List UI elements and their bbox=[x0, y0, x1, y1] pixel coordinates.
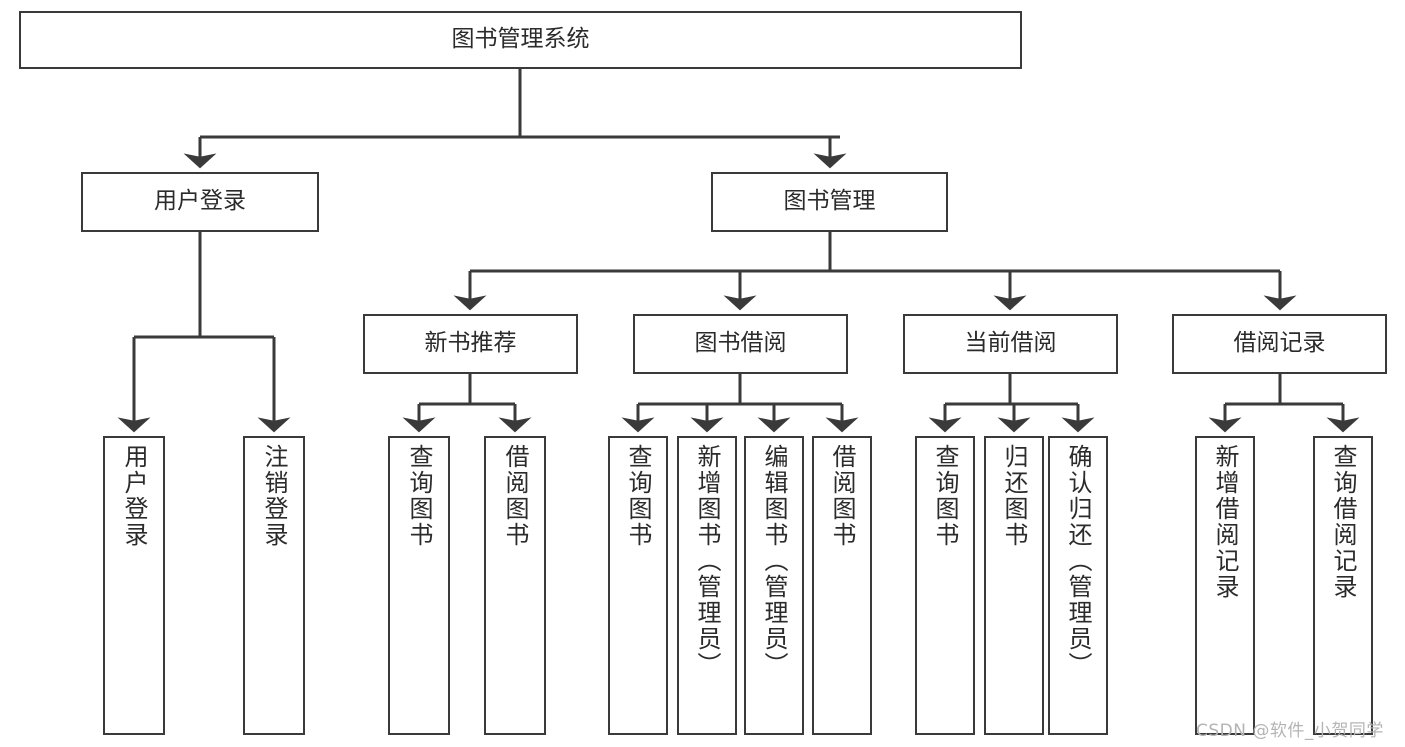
node-leaf-borrow-book[interactable]: 借阅图书 bbox=[812, 436, 872, 735]
node-book-manage-label: 图书管理 bbox=[783, 188, 876, 215]
node-leaf-confirm-return-label: 确认归还（管理员） bbox=[1064, 444, 1092, 678]
node-leaf-query-book-borrow[interactable]: 查询图书 bbox=[608, 436, 668, 735]
node-book-manage[interactable]: 图书管理 bbox=[711, 172, 948, 232]
node-leaf-query-record[interactable]: 查询借阅记录 bbox=[1313, 436, 1373, 735]
node-user-login-label: 用户登录 bbox=[154, 188, 246, 215]
node-leaf-add-record[interactable]: 新增借阅记录 bbox=[1195, 436, 1255, 735]
node-leaf-query-book-borrow-label: 查询图书 bbox=[624, 444, 652, 548]
node-leaf-return-book-label: 归还图书 bbox=[1000, 444, 1028, 548]
node-leaf-query-record-label: 查询借阅记录 bbox=[1329, 444, 1357, 600]
node-leaf-borrow-book-label: 借阅图书 bbox=[828, 444, 856, 548]
node-book-borrow[interactable]: 图书借阅 bbox=[633, 314, 848, 374]
node-new-book-rec-label: 新书推荐 bbox=[424, 330, 517, 357]
node-new-book-rec[interactable]: 新书推荐 bbox=[363, 314, 578, 374]
node-user-login[interactable]: 用户登录 bbox=[81, 172, 319, 232]
node-borrow-record[interactable]: 借阅记录 bbox=[1172, 314, 1387, 374]
node-leaf-edit-book-label: 编辑图书（管理员） bbox=[760, 444, 788, 678]
node-leaf-confirm-return[interactable]: 确认归还（管理员） bbox=[1048, 436, 1108, 735]
node-leaf-query-book-current-label: 查询图书 bbox=[931, 444, 959, 548]
node-root[interactable]: 图书管理系统 bbox=[19, 11, 1022, 69]
node-leaf-user-logout-label: 注销登录 bbox=[260, 444, 288, 548]
node-leaf-user-logout[interactable]: 注销登录 bbox=[243, 436, 305, 735]
node-leaf-add-book-label: 新增图书（管理员） bbox=[693, 444, 721, 678]
node-leaf-borrow-book-rec-label: 借阅图书 bbox=[501, 444, 529, 548]
node-leaf-return-book[interactable]: 归还图书 bbox=[984, 436, 1044, 735]
node-leaf-add-book[interactable]: 新增图书（管理员） bbox=[677, 436, 737, 735]
node-current-borrow[interactable]: 当前借阅 bbox=[903, 314, 1118, 374]
node-leaf-query-book-rec[interactable]: 查询图书 bbox=[388, 436, 450, 735]
node-book-borrow-label: 图书借阅 bbox=[694, 330, 787, 357]
node-leaf-query-book-rec-label: 查询图书 bbox=[405, 444, 433, 548]
csdn-watermark: CSDN @软件_小贺同学 bbox=[1196, 721, 1384, 741]
node-borrow-record-label: 借阅记录 bbox=[1233, 330, 1326, 357]
node-leaf-edit-book[interactable]: 编辑图书（管理员） bbox=[744, 436, 804, 735]
node-leaf-borrow-book-rec[interactable]: 借阅图书 bbox=[484, 436, 546, 735]
node-root-label: 图书管理系统 bbox=[451, 26, 590, 53]
node-leaf-user-login-label: 用户登录 bbox=[120, 444, 148, 548]
node-leaf-user-login[interactable]: 用户登录 bbox=[103, 436, 165, 735]
node-current-borrow-label: 当前借阅 bbox=[964, 330, 1057, 357]
node-leaf-query-book-current[interactable]: 查询图书 bbox=[915, 436, 975, 735]
node-leaf-add-record-label: 新增借阅记录 bbox=[1211, 444, 1239, 600]
